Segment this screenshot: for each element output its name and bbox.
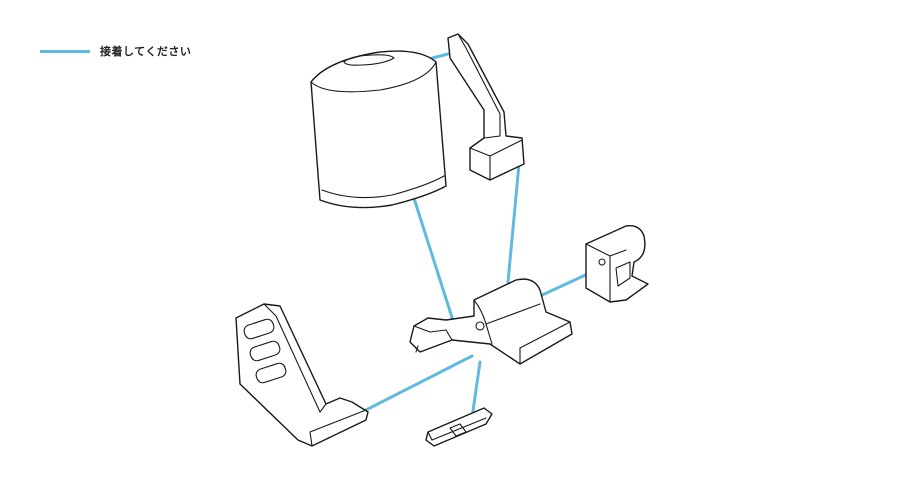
glue-line-bracket-hinge	[506, 162, 521, 284]
legend: 接着してください	[40, 43, 191, 59]
legend-label: 接着してください	[100, 45, 192, 58]
glue-lines	[364, 52, 594, 420]
hook-block-part-icon	[585, 225, 649, 303]
hinge-part-icon	[409, 278, 573, 365]
foot-plate-part-icon	[425, 407, 493, 447]
glue-line-swatch	[40, 49, 90, 53]
bracket-part-icon	[447, 33, 525, 181]
glue-line-grip-hinge	[364, 354, 474, 412]
grip-panel-part-icon	[235, 303, 369, 447]
glue-line-hook-hinge	[538, 270, 594, 298]
glue-line-foot-hinge	[470, 360, 482, 420]
glue-line-cylinder-hinge	[410, 190, 458, 332]
cylinder-part-icon	[310, 50, 447, 209]
